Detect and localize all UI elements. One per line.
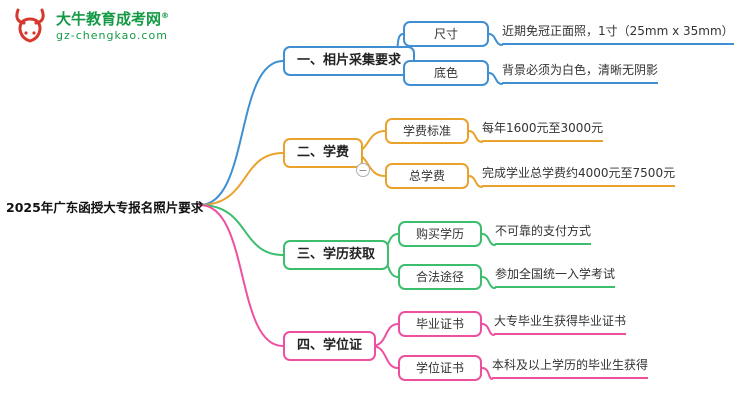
- leaf-degree-cert-label[interactable]: 学位证书: [398, 355, 482, 381]
- branch-photo-requirements[interactable]: 一、相片采集要求: [283, 46, 416, 76]
- logo-subtitle: gz-chengkao.com: [56, 29, 168, 42]
- leaf-graduation-cert-label[interactable]: 毕业证书: [398, 311, 482, 337]
- leaf-degree-cert-value[interactable]: 本科及以上学历的毕业生获得: [492, 357, 649, 379]
- collapse-toggle-icon[interactable]: −: [356, 163, 370, 177]
- leaf-buy-diploma-label[interactable]: 购买学历: [398, 221, 482, 247]
- site-logo[interactable]: 大牛教育成考网® gz-chengkao.com: [10, 6, 169, 46]
- branch-diploma-acquisition[interactable]: 三、学历获取: [283, 240, 390, 270]
- leaf-buy-diploma-value[interactable]: 不可靠的支付方式: [495, 223, 592, 245]
- branch-tuition[interactable]: 二、学费: [283, 138, 364, 168]
- registered-mark: ®: [161, 11, 170, 20]
- leaf-background-value[interactable]: 背景必须为白色，清晰无阴影: [502, 62, 659, 84]
- root-node[interactable]: 2025年广东函授大专报名照片要求: [6, 200, 204, 215]
- leaf-graduation-cert-value[interactable]: 大专毕业生获得毕业证书: [494, 313, 627, 335]
- branch-degree-certificate[interactable]: 四、学位证: [283, 331, 377, 361]
- logo-title: 大牛教育成考网®: [56, 10, 170, 28]
- leaf-legal-way-label[interactable]: 合法途径: [398, 264, 482, 290]
- leaf-size-label[interactable]: 尺寸: [403, 21, 489, 47]
- leaf-tuition-standard-value[interactable]: 每年1600元至3000元: [482, 120, 604, 142]
- leaf-total-tuition-label[interactable]: 总学费: [385, 163, 469, 189]
- leaf-size-value[interactable]: 近期免冠正面照，1寸（25mm x 35mm）: [502, 23, 734, 45]
- bull-icon: [15, 8, 45, 43]
- leaf-total-tuition-value[interactable]: 完成学业总学费约4000元至7500元: [482, 165, 676, 187]
- leaf-tuition-standard-label[interactable]: 学费标准: [385, 118, 469, 144]
- leaf-legal-way-value[interactable]: 参加全国统一入学考试: [495, 266, 616, 288]
- logo-text: 大牛教育成考网® gz-chengkao.com: [56, 6, 169, 43]
- leaf-background-label[interactable]: 底色: [403, 60, 489, 86]
